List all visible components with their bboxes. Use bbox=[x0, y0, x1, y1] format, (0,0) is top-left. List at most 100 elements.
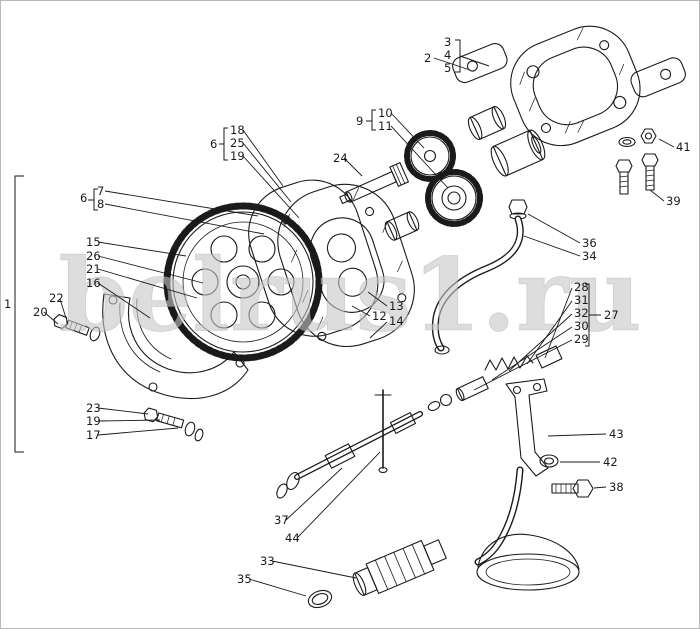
oil-tube bbox=[431, 199, 528, 355]
leader-line-10 bbox=[390, 112, 425, 149]
line-art-layer bbox=[53, 25, 686, 609]
leader-line-33 bbox=[271, 560, 357, 579]
callout-21: 21 bbox=[86, 262, 101, 276]
callout-29: 29 bbox=[574, 332, 589, 346]
leader-line-15 bbox=[97, 241, 187, 257]
bolt-head bbox=[53, 314, 68, 330]
callout-16: 16 bbox=[86, 276, 101, 290]
leader-line-8 bbox=[104, 203, 265, 235]
leader-line-30 bbox=[491, 326, 573, 381]
callout-39: 39 bbox=[666, 194, 681, 208]
threaded-coupling bbox=[352, 539, 447, 596]
washer bbox=[89, 326, 101, 342]
leader-line-21 bbox=[97, 268, 198, 299]
callout-27: 27 bbox=[604, 308, 619, 322]
leader-line-29 bbox=[473, 339, 573, 391]
pump-housing bbox=[452, 25, 686, 147]
callout-24: 24 bbox=[333, 151, 348, 165]
bushing bbox=[384, 211, 420, 241]
hatching bbox=[519, 27, 625, 134]
seal-ring bbox=[307, 589, 333, 609]
callout-25: 25 bbox=[230, 136, 245, 150]
callout-36: 36 bbox=[582, 236, 597, 250]
gear-teeth bbox=[404, 130, 456, 182]
gear-teeth bbox=[425, 169, 483, 227]
callout-34: 34 bbox=[582, 249, 597, 263]
callout-33: 33 bbox=[260, 554, 275, 568]
delivery-tube bbox=[276, 389, 423, 499]
leader-line-2 bbox=[433, 57, 471, 71]
fasteners-right bbox=[539, 128, 659, 498]
leader-line-28 bbox=[544, 287, 573, 359]
callout-28: 28 bbox=[574, 280, 589, 294]
callout-41: 41 bbox=[676, 140, 691, 154]
gear-guard bbox=[102, 293, 249, 399]
callout-15: 15 bbox=[86, 235, 101, 249]
callout-7: 7 bbox=[97, 184, 104, 198]
callout-6: 6 bbox=[80, 191, 87, 205]
callout-19: 19 bbox=[86, 414, 101, 428]
callout-43: 43 bbox=[609, 427, 624, 441]
callout-11: 11 bbox=[378, 119, 393, 133]
leader-line-44 bbox=[296, 451, 381, 539]
callout-44: 44 bbox=[285, 531, 300, 545]
leader-line-11 bbox=[390, 125, 449, 189]
bolt-head bbox=[615, 159, 633, 173]
leader-line-12 bbox=[351, 305, 371, 317]
callout-5: 5 bbox=[444, 61, 451, 75]
callout-35: 35 bbox=[237, 572, 252, 586]
bracket-group-3-4-5 bbox=[455, 39, 461, 73]
callout-22: 22 bbox=[49, 291, 64, 305]
callout-4: 4 bbox=[444, 48, 451, 62]
sleeve bbox=[490, 129, 546, 177]
drive-gears bbox=[339, 106, 546, 241]
watermark: belrus1.ru bbox=[58, 236, 641, 354]
bolt-shank bbox=[551, 483, 579, 494]
leader-line-20 bbox=[43, 311, 59, 325]
leader-line-18 bbox=[242, 129, 284, 187]
gear-teeth bbox=[163, 202, 323, 362]
leader-line-14 bbox=[369, 321, 388, 339]
leader-line-24 bbox=[343, 157, 363, 177]
callout-9: 9 bbox=[356, 114, 363, 128]
fitting-hex bbox=[508, 199, 528, 215]
bushing bbox=[467, 106, 507, 140]
callout-14: 14 bbox=[389, 314, 404, 328]
strainer-bell bbox=[476, 553, 580, 591]
callout-1: 1 bbox=[4, 297, 11, 311]
callout-2: 2 bbox=[424, 51, 431, 65]
leader-line-37 bbox=[285, 467, 343, 521]
leader-line-38 bbox=[593, 486, 607, 489]
washer bbox=[539, 454, 559, 468]
callout-12: 12 bbox=[372, 309, 387, 323]
bolt-head bbox=[572, 479, 594, 498]
leader-line-23 bbox=[97, 407, 149, 415]
leader-line-41 bbox=[658, 138, 675, 148]
leader-line-19 bbox=[97, 419, 161, 422]
callout-19: 19 bbox=[230, 149, 245, 163]
fasteners-left bbox=[53, 314, 204, 442]
washer bbox=[194, 428, 204, 442]
callout-6: 6 bbox=[210, 137, 217, 151]
callout-37: 37 bbox=[274, 513, 289, 527]
callout-31: 31 bbox=[574, 293, 589, 307]
leader-line-25 bbox=[242, 142, 292, 203]
oil-pickup bbox=[307, 466, 580, 609]
leader-line-34 bbox=[523, 235, 581, 257]
bolt-head bbox=[641, 153, 659, 167]
support-bracket bbox=[505, 378, 549, 477]
drive-shaft bbox=[339, 162, 409, 205]
bracket-group-1 bbox=[14, 175, 24, 453]
callout-42: 42 bbox=[603, 455, 618, 469]
leader-line-19 bbox=[242, 155, 300, 219]
leader-line-39 bbox=[649, 189, 665, 202]
leader-line-17 bbox=[97, 427, 179, 436]
callout-26: 26 bbox=[86, 249, 101, 263]
bracket-group-18-25-19 bbox=[223, 127, 228, 161]
callout-3: 3 bbox=[444, 35, 451, 49]
callout-8: 8 bbox=[97, 197, 104, 211]
leader-line-43 bbox=[547, 433, 607, 437]
